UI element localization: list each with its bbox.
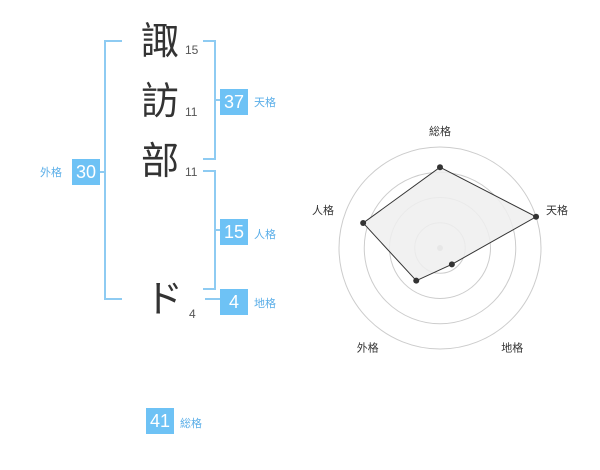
radar-axis-label-1: 総格 bbox=[429, 124, 451, 138]
name-char-4: ド bbox=[145, 277, 184, 321]
gaikaku-connector bbox=[97, 171, 105, 173]
name-char-3: 部 bbox=[141, 139, 180, 183]
gaikaku-value: 30 bbox=[72, 159, 100, 185]
stroke-count-1: 15 bbox=[185, 43, 199, 57]
jinkaku-value: 15 bbox=[220, 219, 248, 245]
radar-point-5 bbox=[360, 220, 367, 227]
radar-point-3 bbox=[448, 261, 455, 268]
radar-point-2 bbox=[533, 213, 540, 220]
radar-axis-label-4: 外格 bbox=[357, 341, 379, 355]
chikaku-value: 4 bbox=[220, 289, 248, 315]
radar-axis-label-5: 人格 bbox=[312, 203, 334, 217]
chikaku-connector bbox=[205, 298, 222, 300]
radar-point-1 bbox=[437, 164, 443, 171]
stroke-count-4: 4 bbox=[189, 307, 196, 321]
tenkaku-connector bbox=[215, 99, 222, 101]
tenkaku-label: 天格 bbox=[254, 96, 276, 109]
radar-point-4 bbox=[413, 277, 420, 284]
gaikaku-label: 外格 bbox=[40, 166, 62, 179]
stroke-count-2: 11 bbox=[185, 105, 198, 119]
jinkaku-label: 人格 bbox=[254, 228, 276, 241]
radar-grid-ring bbox=[338, 146, 542, 350]
name-char-1: 諏 bbox=[141, 19, 180, 63]
gaikaku-bracket bbox=[104, 40, 122, 300]
jinkaku-connector bbox=[215, 229, 222, 231]
radar-axis-label-3: 地格 bbox=[501, 341, 523, 355]
chikaku-label: 地格 bbox=[254, 297, 276, 310]
radar-axis-label-2: 天格 bbox=[546, 203, 568, 217]
soukaku-label: 総格 bbox=[180, 417, 202, 430]
soukaku-value: 41 bbox=[146, 408, 174, 434]
radar-polygon bbox=[362, 166, 538, 282]
tenkaku-value: 37 bbox=[220, 89, 248, 115]
stroke-count-3: 11 bbox=[185, 165, 198, 179]
name-char-2: 訪 bbox=[141, 79, 180, 123]
